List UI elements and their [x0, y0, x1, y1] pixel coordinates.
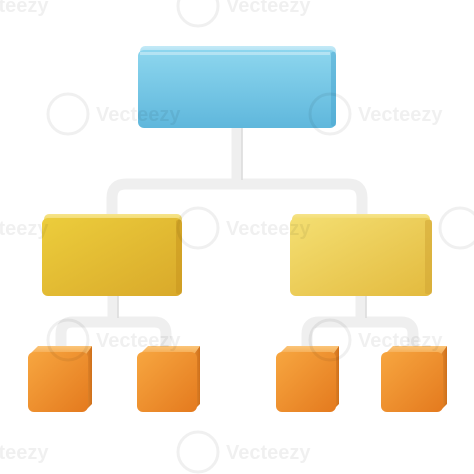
watermark-text: Vecteezy [226, 442, 311, 464]
watermark-text: Vecteezy [358, 330, 443, 352]
watermark-text: Vecteezy [226, 218, 311, 240]
left-branch-connector [55, 316, 172, 361]
level1-box-right [290, 214, 432, 296]
level2-box-2 [137, 346, 200, 412]
watermark-text: Vecteezy [358, 104, 443, 126]
vecteezy-v-logo-icon [46, 0, 474, 474]
level2-box-1 [28, 346, 92, 412]
watermark-text: Vecteezy [0, 218, 49, 240]
level1-box-left [42, 214, 182, 296]
level2-box-4 [381, 346, 447, 412]
level1-branch-connector [106, 178, 368, 224]
root-box [138, 46, 336, 128]
level2-box-3 [276, 346, 339, 412]
right-branch-connector [301, 316, 419, 361]
watermark-text: Vecteezy [226, 0, 311, 17]
watermark-text: Vecteezy [96, 104, 181, 126]
connector-lines [55, 118, 419, 361]
watermark-text: Vecteezy [0, 442, 49, 464]
watermark-text: Vecteezy [0, 0, 49, 17]
watermark-text: Vecteezy [96, 330, 181, 352]
